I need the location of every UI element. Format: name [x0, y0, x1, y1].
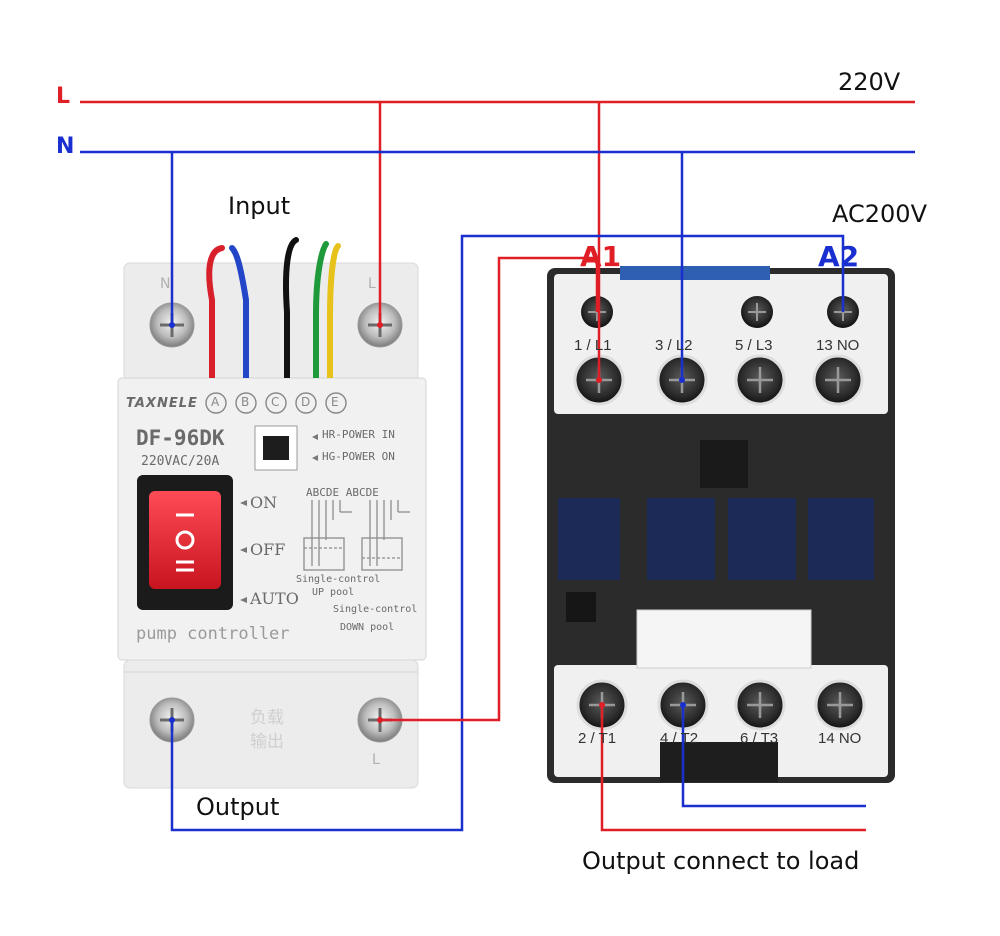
terminal-letter-e: E: [331, 395, 339, 409]
terminal-screw-l3[interactable]: [734, 354, 786, 406]
terminal-label-t1: 2 / T1: [578, 730, 617, 747]
contactor-top-tab: [620, 266, 770, 280]
line-label-l: L: [56, 84, 71, 109]
contactor-top-deck: [554, 274, 888, 414]
wire-load-t1: [600, 705, 866, 832]
terminal-letter-row: A B C D E: [206, 395, 346, 413]
controller-brand: TAXNELE: [126, 396, 198, 411]
wire-output-to-a2: [170, 234, 845, 832]
controller-rating: 220VAC/20A: [141, 454, 220, 469]
switch-label-on: ON: [250, 493, 278, 512]
voltage-coil-label: AC200V: [832, 200, 927, 228]
contactor-slide-plate[interactable]: [636, 609, 812, 669]
label-arrows: [240, 434, 318, 603]
pump-controller: [117, 237, 427, 789]
terminal-label-13no: 13 NO: [816, 337, 860, 354]
led-label-power-on: HG-POWER ON: [322, 450, 395, 463]
contactor-window-3: [728, 498, 796, 580]
coil-screw-mid[interactable]: [741, 296, 773, 328]
controller-model: DF-96DK: [136, 426, 225, 450]
switch-label-auto: AUTO: [250, 589, 299, 608]
contactor-window-2: [647, 498, 715, 580]
wire-end-dots: [169, 322, 686, 723]
controller-top-l: L: [368, 276, 376, 292]
mode-down-line1: Single-control: [333, 604, 418, 615]
contactor-bottom-deck: [554, 665, 888, 777]
terminal-screw-14no[interactable]: [814, 679, 866, 731]
wire-sleeves: [209, 300, 333, 378]
switch-label-off: OFF: [250, 540, 286, 559]
output-load-label: Output connect to load: [582, 847, 860, 875]
wires: [80, 100, 915, 832]
terminal-letter-c: C: [271, 395, 280, 409]
bottom-chinese-line2: 输出: [250, 732, 284, 752]
terminal-label-l2: 3 / L2: [655, 337, 693, 354]
contactor: [547, 266, 895, 783]
terminal-letter-d: D: [301, 395, 311, 409]
controller-top-n: N: [160, 276, 171, 292]
line-label-n: N: [56, 134, 75, 159]
coil-label-a2: A2: [818, 240, 860, 273]
mode-down-line2: DOWN pool: [340, 622, 395, 633]
led-label-power-in: HR-POWER IN: [322, 428, 395, 441]
terminal-label-l1: 1 / L1: [574, 337, 612, 354]
contactor-window-1: [558, 498, 620, 580]
terminal-label-14no: 14 NO: [818, 730, 862, 747]
controller-bottom-l: L: [372, 752, 380, 768]
coil-label-a1: A1: [580, 240, 622, 273]
wire-load-t2: [681, 705, 866, 808]
mode-up-line1: Single-control: [296, 574, 381, 585]
mode-up-line2: UP pool: [312, 587, 355, 598]
terminal-label-t3: 6 / T3: [740, 730, 779, 747]
output-label: Output: [196, 793, 280, 821]
voltage-main-label: 220V: [838, 68, 901, 96]
controller-bottom-block: [123, 659, 419, 789]
terminal-letter-a: A: [211, 395, 220, 409]
terminal-screw-13no[interactable]: [812, 354, 864, 406]
controller-footer: pump controller: [136, 624, 290, 644]
terminal-screw-t3[interactable]: [734, 679, 786, 731]
input-label: Input: [228, 192, 291, 220]
mode-diagram: [303, 500, 410, 571]
mode-diagram-header: ABCDE ABCDE: [306, 486, 379, 499]
rocker-switch[interactable]: [149, 491, 221, 589]
input-wires: [206, 237, 341, 321]
bottom-chinese-line1: 负载: [250, 708, 284, 728]
terminal-letters: [205, 392, 347, 414]
contactor-window-4: [808, 498, 874, 580]
terminal-label-t2: 4 / T2: [660, 730, 699, 747]
rocker-symbols: [175, 513, 195, 572]
terminal-label-l3: 5 / L3: [735, 337, 773, 354]
wire-output-to-a1: [380, 256, 599, 722]
terminal-letter-b: B: [241, 395, 250, 409]
